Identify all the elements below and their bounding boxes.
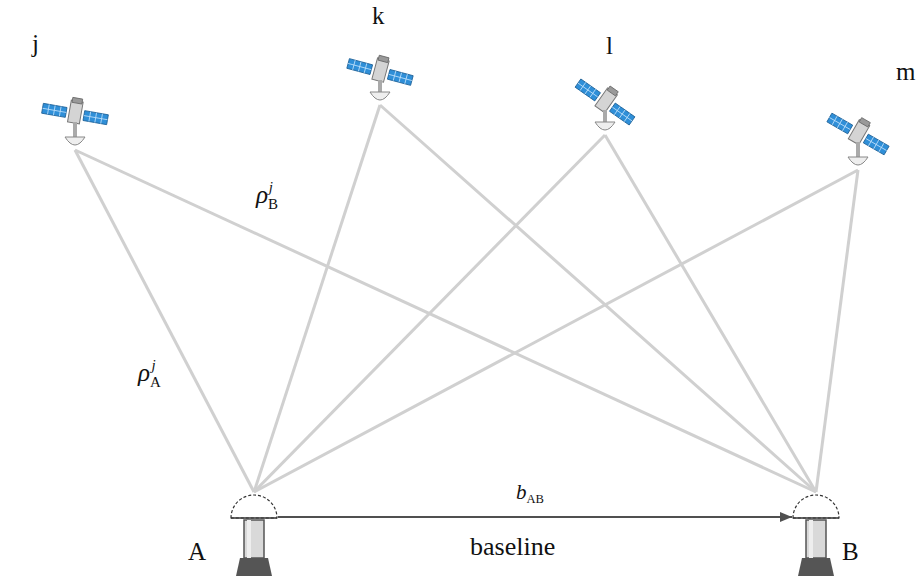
satellite: l <box>570 80 640 135</box>
satellite-icon <box>40 90 110 150</box>
signal-ray <box>816 170 858 492</box>
range-label: ρAj <box>136 356 158 391</box>
caption-label: baseline <box>470 533 555 562</box>
range-label: ρBj <box>254 178 275 213</box>
signal-ray <box>254 170 858 492</box>
text-part: B <box>268 196 278 212</box>
baseline-vector <box>278 516 792 518</box>
signal-ray <box>75 150 254 492</box>
mast-b <box>798 520 834 576</box>
antenna-dome <box>230 492 278 520</box>
signal-ray <box>254 135 605 492</box>
text-part: j <box>152 357 156 373</box>
text-part: j <box>269 179 273 195</box>
text-part: ρ <box>138 359 150 386</box>
receiver: A <box>230 492 278 520</box>
signal-ray <box>75 150 816 492</box>
mast-a <box>236 520 272 576</box>
point-label: A <box>188 538 206 566</box>
satellite: j <box>40 90 110 150</box>
text-part: b <box>516 480 527 504</box>
satellite-icon <box>820 110 896 170</box>
satellite: m <box>820 110 896 170</box>
satellite-icon <box>345 50 415 105</box>
vector-label: bAB <box>514 480 546 508</box>
text-part: A <box>150 374 161 390</box>
signal-ray <box>605 135 816 492</box>
point-label: l <box>606 32 613 60</box>
point-label: j <box>32 30 39 58</box>
satellite-icon <box>570 80 640 135</box>
text-part: AB <box>527 492 545 506</box>
point-label: B <box>842 538 859 566</box>
satellite: k <box>345 50 415 105</box>
receiver: B <box>792 492 840 520</box>
antenna-dome <box>792 492 840 520</box>
point-label: m <box>896 58 915 86</box>
point-label: k <box>372 2 385 30</box>
text-part: ρ <box>256 181 268 208</box>
